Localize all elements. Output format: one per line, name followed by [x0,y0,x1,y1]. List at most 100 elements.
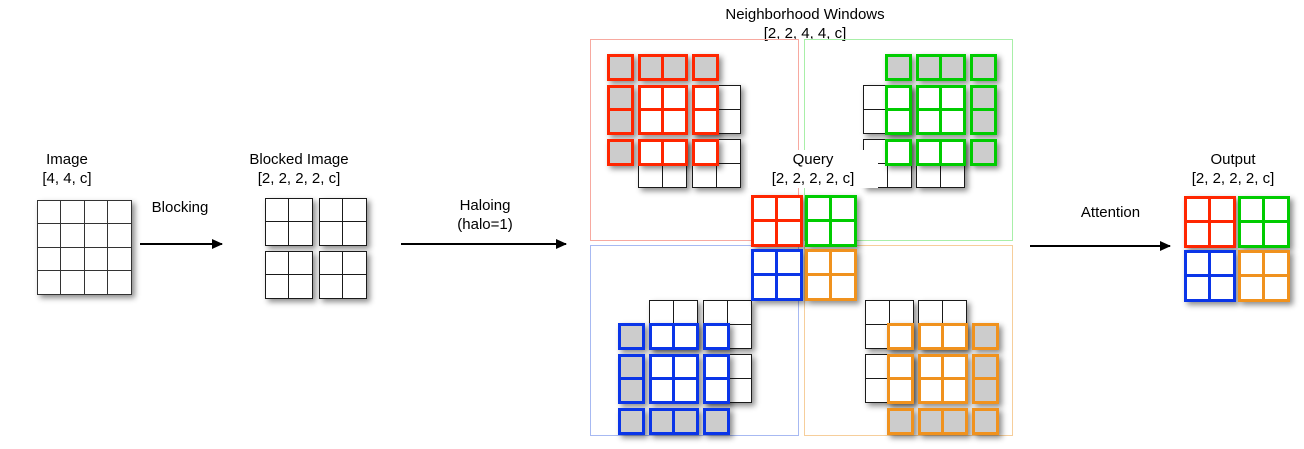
blocked-cell [265,251,290,276]
image-cell [60,223,85,248]
query-grid-orange [804,248,857,301]
output-label-shape: [2, 2, 2, 2, c] [1191,170,1275,187]
neighbor-cell [726,354,752,380]
halo-piece-orange [971,353,999,404]
halo-cell [941,407,968,435]
halo-piece-red [691,138,719,166]
halo-cell [691,108,719,135]
query-block-orange [917,353,968,404]
core-cell [941,377,968,404]
halo-cell [941,322,968,350]
halo-cell [884,53,912,81]
core-cell [672,377,699,404]
blocked-cell [319,198,344,223]
query-grid-red [750,194,803,247]
halo-cell [606,138,634,166]
halo-cell [691,53,719,81]
image-cell [107,199,132,224]
halo-piece-green [969,84,997,135]
output-cell [1237,195,1265,223]
halo-piece-blue [648,407,699,435]
image-cell [107,223,132,248]
neighbor-cell [865,377,891,403]
neighbor-cell [715,108,741,134]
halo-cell [702,377,730,404]
image-cell [83,246,108,271]
query-label: Query [2, 2, 2, 2, c] [748,150,878,188]
haloing-label-sublabel: (halo=1) [457,216,513,233]
output-grid-red [1183,195,1236,248]
halo-piece-orange [917,407,968,435]
query-cell [775,194,803,222]
query-cell [750,273,778,301]
halo-piece-red [606,138,634,166]
blocking-arrow [140,239,223,249]
output-cell [1183,220,1211,248]
blocking-arrow-label: Blocking [125,198,235,217]
image-cell [36,223,61,248]
neighbor-cell [865,323,891,349]
halo-piece-red [637,138,688,166]
halo-cell [969,138,997,166]
halo-cell [886,322,914,350]
blocked-cell [265,274,290,299]
halo-cell [969,108,997,135]
query-grid-blue [750,248,803,301]
neighbor-cell [715,85,741,111]
halo-cell [672,322,699,350]
blocked-image-block [319,198,367,246]
halo-piece-orange [886,407,914,435]
query-cell [829,248,857,276]
halo-piece-orange [971,322,999,350]
neighbor-cell [692,162,718,188]
blocked-image-label: Blocked Image [2, 2, 2, 2, c] [234,150,364,188]
halo-cell [884,138,912,166]
query-cell [775,273,803,301]
halo-cell [884,108,912,135]
output-grid-blue [1183,249,1236,302]
query-cell [775,219,803,247]
blocked-image-block [265,251,313,299]
query-cell [829,219,857,247]
neighbor-cell [865,300,891,326]
haloing-arrow-label: Haloing (halo=1) [425,196,545,234]
halo-piece-blue [617,353,645,404]
neighbor-cell [726,323,752,349]
halo-piece-blue [702,353,730,404]
neighbor-cell [715,139,741,165]
output-cell [1262,195,1290,223]
blocked-image-block [319,251,367,299]
halo-cell [939,53,966,81]
output-grid-green [1237,195,1290,248]
halo-piece-red [691,84,719,135]
image-cell [60,246,85,271]
image-cell [107,270,132,295]
neighbor-cell [863,108,889,134]
halo-cell [606,53,634,81]
halo-piece-green [884,53,912,81]
query-cell [829,273,857,301]
halo-cell [617,322,645,350]
image-cell [36,270,61,295]
halo-piece-blue [702,407,730,435]
output-cell [1237,249,1265,277]
halo-piece-blue [617,407,645,435]
halo-piece-green [915,138,966,166]
quadrant-frame-bottom-right [804,245,1013,436]
halo-piece-orange [917,322,968,350]
halo-cell [702,407,730,435]
neighborhood-windows-label-shape: [2, 2, 4, 4, c] [763,25,847,42]
halo-piece-blue [702,322,730,350]
query-grid-green [804,194,857,247]
image-label: Image [4, 4, c] [7,150,127,188]
query-label-name: Query [792,151,834,168]
halo-piece-blue [617,322,645,350]
attention-arrow [1030,241,1171,251]
halo-cell [939,138,966,166]
blocked-cell [342,221,367,246]
neighbor-cell [886,162,912,188]
core-cell [939,84,966,111]
neighbor-cell [726,377,752,403]
halo-piece-green [884,84,912,135]
